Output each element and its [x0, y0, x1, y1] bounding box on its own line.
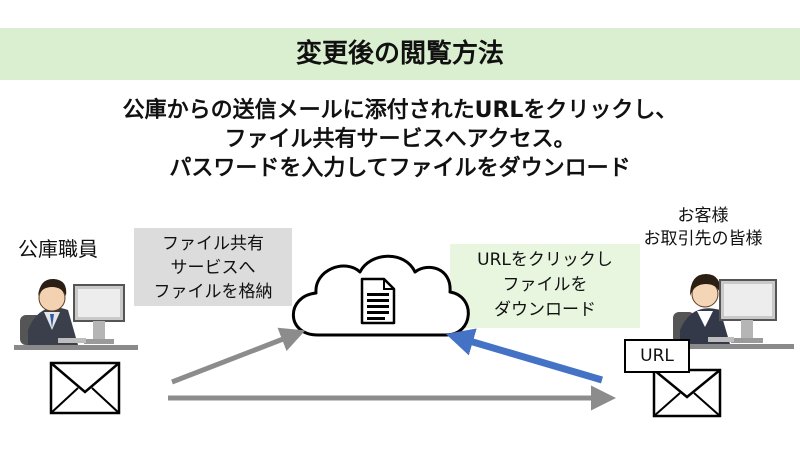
- upload-step-line-2: サービスへ: [170, 258, 256, 278]
- client-label-line-2: お取引先の皆様: [643, 229, 763, 249]
- document-icon: [360, 277, 396, 325]
- staff-label: 公庫職員: [18, 237, 98, 261]
- upload-step-box: ファイル共有 サービスへ ファイルを格納: [134, 228, 292, 306]
- upload-step-line-3: ファイルを格納: [153, 282, 273, 302]
- upload-arrow: [171, 327, 306, 385]
- title-band: [0, 28, 800, 80]
- lead-line-2: ファイル共有サービスへアクセス。: [224, 127, 576, 152]
- download-arrow: [445, 328, 603, 384]
- download-step-line-2: ファイルを: [502, 275, 588, 295]
- lead-line-3: パスワードを入力してファイルをダウンロード: [169, 156, 631, 181]
- client-person-at-computer-icon: [664, 274, 794, 349]
- sender-envelope-icon: [49, 361, 121, 415]
- lead-text: 公庫からの送信メールに添付されたURLをクリックし、 ファイル共有サービスへアク…: [0, 96, 800, 183]
- receiver-envelope-icon: [652, 368, 722, 418]
- download-step-line-1: URLをクリックし: [477, 250, 613, 270]
- lead-line-1: 公庫からの送信メールに添付されたURLをクリックし、: [122, 98, 678, 123]
- client-label: お客様 お取引先の皆様: [628, 205, 778, 251]
- download-step-box: URLをクリックし ファイルを ダウンロード: [450, 244, 640, 328]
- staff-person-at-computer-icon: [14, 278, 138, 350]
- download-step-line-3: ダウンロード: [494, 300, 596, 320]
- page-title: 変更後の閲覧方法: [295, 39, 504, 69]
- upload-step-line-1: ファイル共有: [162, 234, 264, 254]
- client-label-line-1: お客様: [677, 206, 729, 226]
- url-tag: URL: [624, 339, 690, 373]
